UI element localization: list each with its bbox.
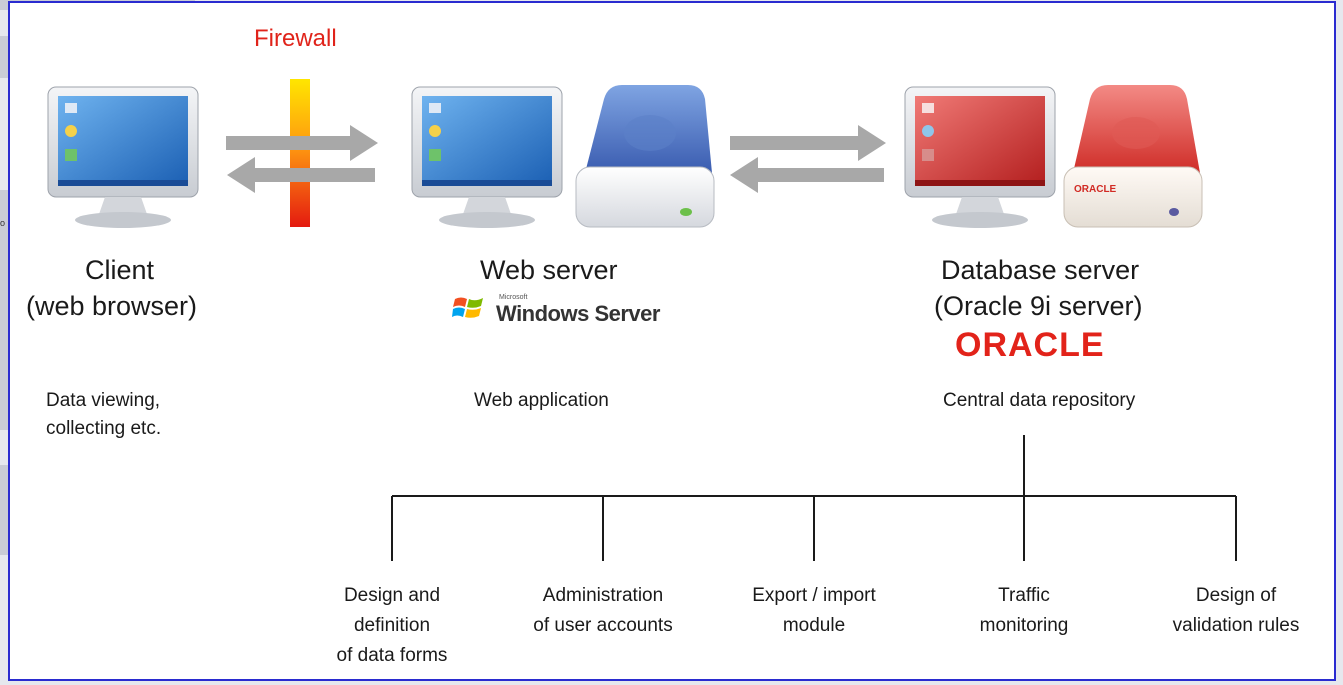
web-server-title: Web server [480,255,618,285]
module-label-validation-rules: Design of validation rules [1146,581,1326,641]
module-label-traffic-monitoring: Traffic monitoring [949,581,1099,641]
database-server-title: Database server [941,255,1140,285]
module-line: Design of [1195,585,1277,606]
client-web-arrows [226,125,378,193]
module-line: Administration [542,585,664,606]
module-line: Export / import [752,585,876,606]
client-subtitle: (web browser) [26,291,198,321]
drive-oracle-label: ORACLE [1074,184,1117,195]
module-line: Traffic [998,585,1050,606]
database-server-monitor-icon [904,86,1056,228]
firewall-bar [290,79,310,227]
web-server-drive-icon [575,85,715,228]
background-text-fragment: o [0,218,6,228]
client-title: Client [85,255,155,285]
windows-logo-icon [452,293,486,328]
client-description-line-2: collecting etc. [46,418,162,439]
oracle-logo: ORACLE [955,326,1105,364]
module-line: monitoring [979,615,1069,636]
module-line: of data forms [336,645,448,666]
web-server-monitor-icon [411,86,563,228]
firewall-label: Firewall [254,25,337,52]
module-connector-tree [391,435,1237,561]
module-line: definition [353,615,431,636]
module-label-export-import: Export / import module [729,581,899,641]
module-label-user-accounts: Administration of user accounts [508,581,698,641]
database-server-subtitle: (Oracle 9i server) [934,291,1143,321]
diagram-panel: ORACLE Firewall Client (web browser) Dat… [8,1,1336,681]
database-server-description: Central data repository [943,390,1136,411]
windows-server-logo-text: Windows Server [496,301,660,326]
web-server-description: Web application [474,390,609,411]
web-database-arrows [730,125,886,193]
client-monitor-icon [47,86,199,228]
module-line: validation rules [1172,615,1300,636]
module-line: module [782,615,846,636]
windows-logo-small-text: Microsoft [499,294,528,301]
diagram-graphics: ORACLE [47,79,1237,561]
module-label-data-forms: Design and definition of data forms [312,581,472,671]
database-server-drive-icon [1063,85,1203,228]
client-description-line-1: Data viewing, [46,390,161,411]
module-line: Design and [343,585,441,606]
module-line: of user accounts [533,615,673,636]
